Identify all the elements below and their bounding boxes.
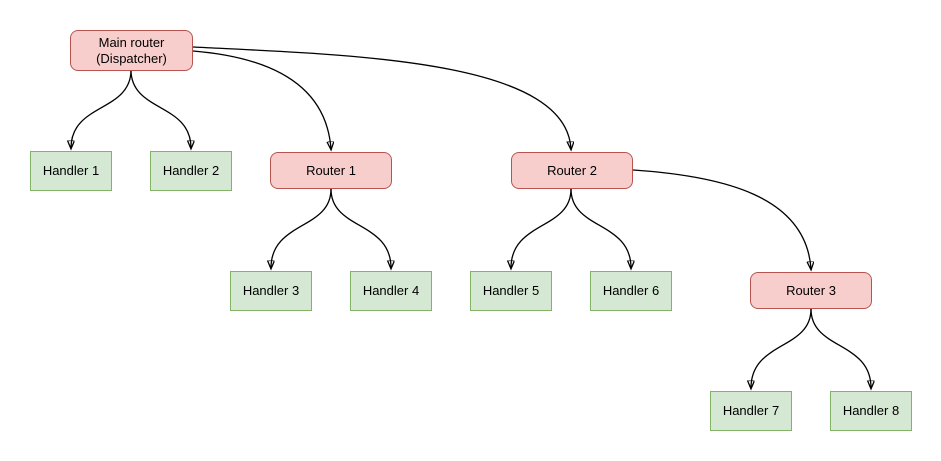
node-handler-6-label: Handler 6 [602, 283, 660, 298]
node-handler-2-label: Handler 2 [162, 163, 220, 178]
node-handler-8-label: Handler 8 [842, 403, 900, 418]
node-handler-5: Handler 5 [470, 271, 552, 311]
node-handler-7-label: Handler 7 [722, 403, 780, 418]
edge-router-3-to-handler-7 [751, 308, 812, 388]
edge-router-2-to-handler-5 [511, 188, 572, 268]
node-handler-1-label: Handler 1 [42, 163, 100, 178]
node-handler-6: Handler 6 [590, 271, 672, 311]
node-handler-5-label: Handler 5 [482, 283, 540, 298]
node-handler-4: Handler 4 [350, 271, 432, 311]
node-handler-2: Handler 2 [150, 151, 232, 191]
node-handler-4-label: Handler 4 [362, 283, 420, 298]
node-router-3-label: Router 3 [786, 282, 836, 298]
edge-main-to-handler-1 [71, 69, 132, 148]
node-handler-3: Handler 3 [230, 271, 312, 311]
node-main-router-label-line2: (Dispatcher) [96, 50, 167, 66]
node-handler-1: Handler 1 [30, 151, 112, 191]
edge-main-to-router-1 [192, 50, 331, 149]
node-main-router: Main router (Dispatcher) [70, 30, 193, 71]
edge-router-1-to-handler-4 [330, 188, 391, 268]
node-handler-3-label: Handler 3 [242, 283, 300, 298]
node-handler-8: Handler 8 [830, 391, 912, 431]
edge-main-to-handler-2 [130, 69, 191, 148]
node-main-router-label-line1: Main router [98, 34, 165, 50]
node-router-2-label: Router 2 [547, 162, 597, 178]
edge-router-1-to-handler-3 [271, 188, 332, 268]
edge-router-2-to-router-3 [632, 169, 811, 269]
edge-router-2-to-handler-6 [570, 188, 631, 268]
edge-router-3-to-handler-8 [810, 308, 871, 388]
edge-main-to-router-2 [192, 46, 571, 149]
node-router-1: Router 1 [270, 152, 392, 189]
node-router-2: Router 2 [511, 152, 633, 189]
node-router-1-label: Router 1 [306, 162, 356, 178]
node-router-3: Router 3 [750, 272, 872, 309]
node-handler-7: Handler 7 [710, 391, 792, 431]
